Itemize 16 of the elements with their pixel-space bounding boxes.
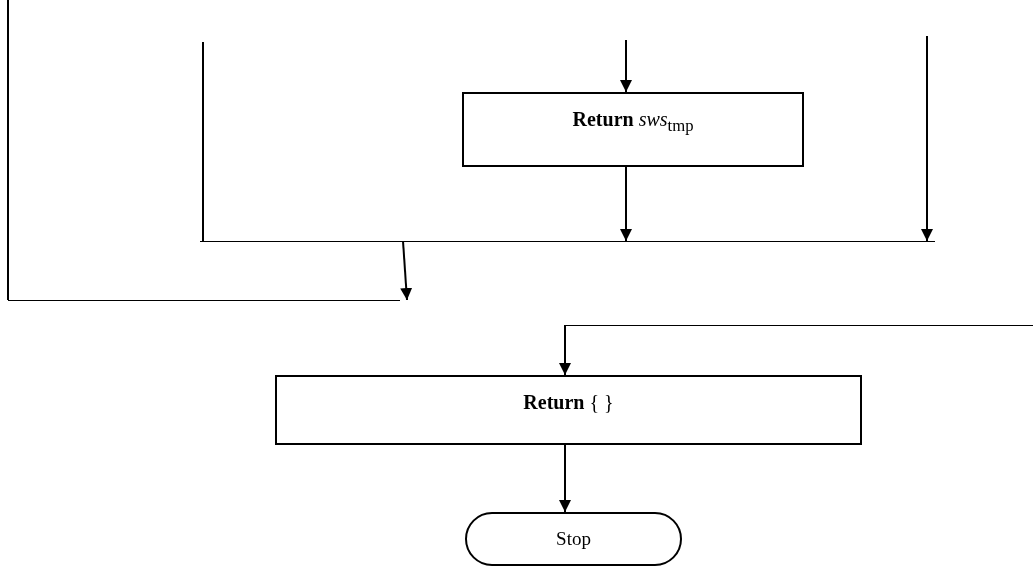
merge-line [200, 241, 935, 242]
arrow [620, 39, 632, 93]
merge-line [8, 300, 400, 301]
merge-line [565, 325, 1033, 326]
arrow [620, 166, 632, 242]
arrow [559, 324, 571, 376]
process-box [275, 375, 862, 445]
node-label: Return { } [523, 391, 614, 414]
connector-line [202, 41, 204, 242]
arrow [559, 444, 571, 513]
connector-line [7, 0, 9, 301]
arrow [921, 35, 933, 242]
node-label: Return sws$_{tmp}$ [572, 108, 694, 136]
node-label: Stop [556, 528, 591, 550]
arrow [400, 240, 413, 301]
process-box [462, 92, 804, 167]
